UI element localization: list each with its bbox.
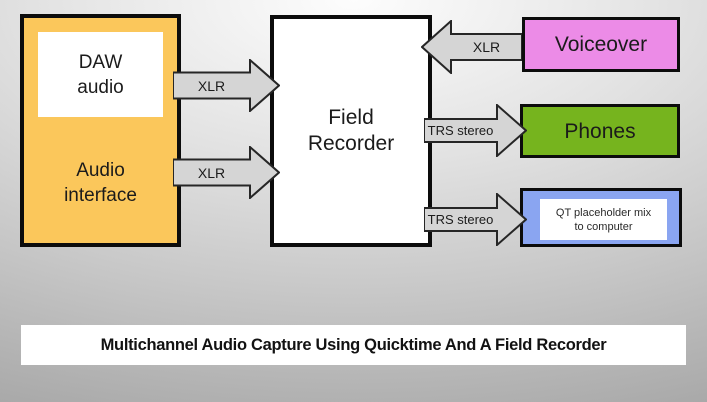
right-arrow-icon <box>173 146 280 199</box>
xlr-label-3: XLR <box>472 39 501 55</box>
audio-interface-box: DAW audio Audio interface <box>20 14 181 247</box>
daw-audio-label: DAW audio <box>77 51 124 98</box>
right-arrow-icon <box>424 104 527 157</box>
qt-mix-label: QT placeholder mix to computer <box>555 206 652 233</box>
xlr-arrow-interface-to-recorder: XLR <box>173 146 280 199</box>
xlr-arrow-daw-to-recorder: XLR <box>173 59 280 112</box>
daw-audio-box: DAW audio <box>38 32 163 117</box>
audio-interface-label: Audio interface <box>64 160 137 206</box>
qt-mix-box: QT placeholder mix to computer <box>520 188 682 247</box>
diagram-title: Multichannel Audio Capture Using Quickti… <box>100 335 607 354</box>
voiceover-box: Voiceover <box>522 17 680 72</box>
trs-label-2: TRS stereo <box>427 212 494 227</box>
right-arrow-icon <box>173 59 280 112</box>
qt-mix-inner-box: QT placeholder mix to computer <box>540 199 667 240</box>
trs-arrow-recorder-to-phones: TRS stereo <box>424 104 527 157</box>
voiceover-label: Voiceover <box>554 33 648 56</box>
xlr-arrow-voiceover-to-recorder: XLR <box>421 20 522 74</box>
field-recorder-label: Field Recorder <box>307 106 395 155</box>
phones-box: Phones <box>520 104 680 158</box>
field-recorder-box: Field Recorder <box>270 15 432 247</box>
xlr-label-2: XLR <box>197 164 226 181</box>
trs-label-1: TRS stereo <box>427 123 494 138</box>
phones-label: Phones <box>564 119 636 143</box>
trs-arrow-recorder-to-qt: TRS stereo <box>424 193 527 246</box>
xlr-label-1: XLR <box>197 77 226 94</box>
right-arrow-icon <box>424 193 527 246</box>
left-arrow-icon <box>421 20 522 74</box>
title-bar: Multichannel Audio Capture Using Quickti… <box>21 325 686 365</box>
